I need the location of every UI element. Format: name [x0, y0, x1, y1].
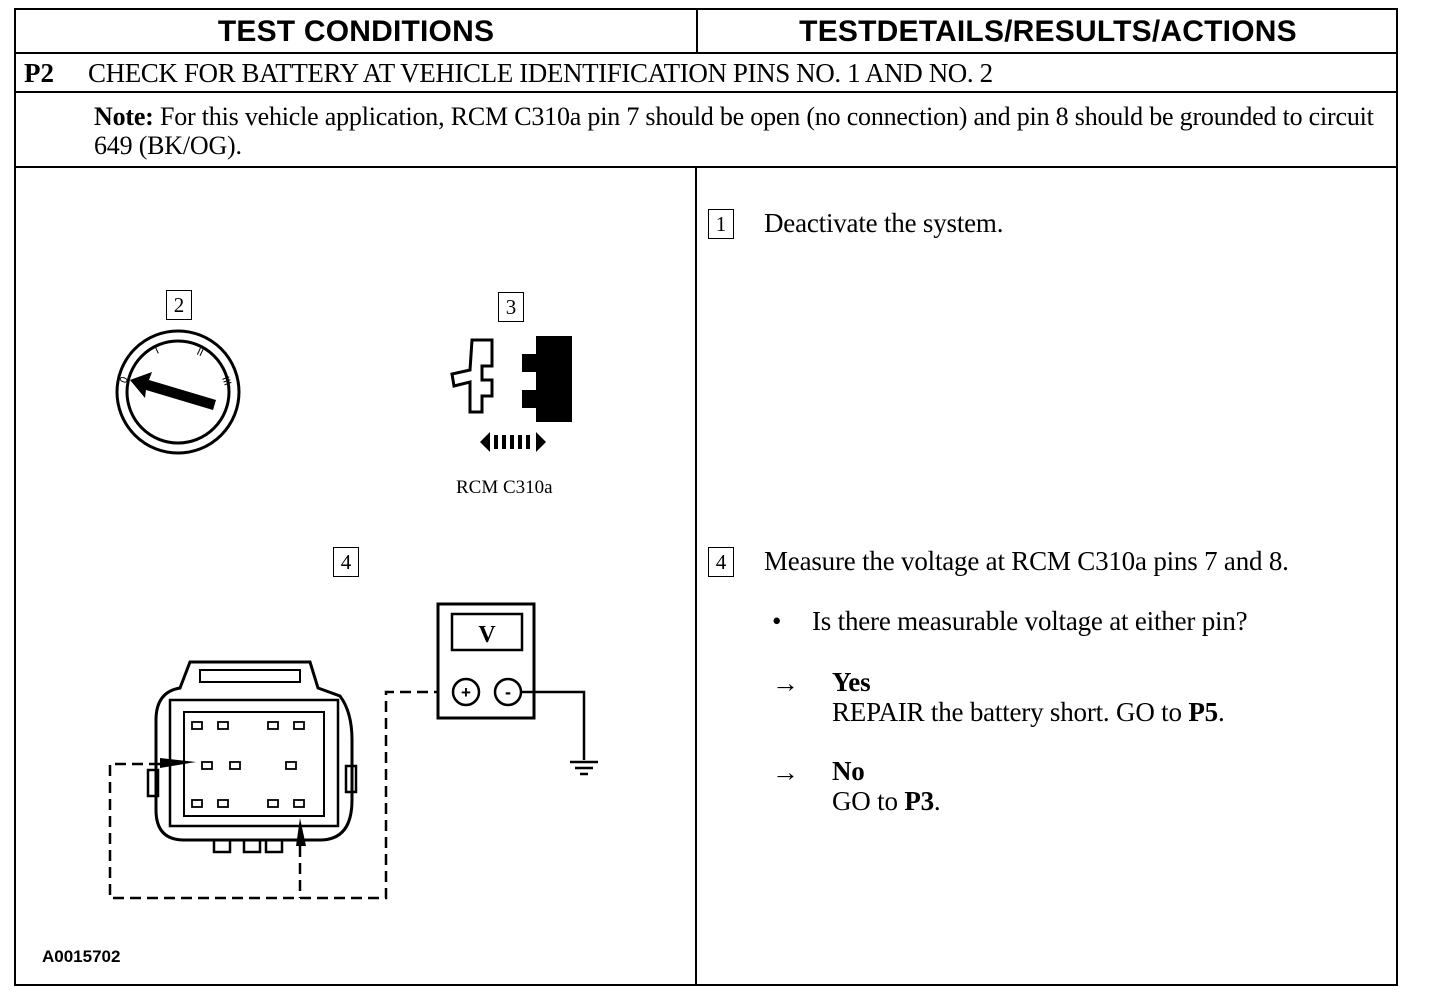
no-action-end: .: [933, 786, 941, 816]
action-step-text: Measure the voltage at RCM C310a pins 7 …: [764, 546, 1289, 576]
arrow-right-icon: →: [772, 668, 799, 698]
action-step-number: 1: [708, 209, 734, 239]
svg-text:III: III: [219, 375, 232, 387]
column-divider: [695, 167, 697, 986]
bullet: •: [772, 606, 782, 636]
test-probes-icon: [160, 758, 306, 846]
svg-text:0: 0: [118, 375, 131, 385]
header-test-details: TESTDETAILS/RESULTS/ACTIONS: [799, 15, 1297, 48]
action-step-number: 4: [708, 547, 734, 577]
voltmeter-icon: [436, 602, 536, 720]
figure-marker-2: 2: [166, 290, 192, 320]
note-label: Note:: [94, 102, 154, 131]
yes-action-ref: P5: [1188, 697, 1218, 727]
step-code: P2: [24, 58, 54, 88]
divider: [16, 166, 1396, 168]
figure-marker-3: 3: [498, 292, 524, 322]
test-leads: [108, 690, 438, 900]
yes-action-text: REPAIR the battery short. GO to: [832, 697, 1189, 727]
question-text: Is there measurable voltage at either pi…: [812, 606, 1248, 636]
action-step-text: Deactivate the system.: [764, 208, 1004, 238]
figure-marker-4: 4: [333, 547, 359, 577]
yes-action: REPAIR the battery short. GO to P5.: [832, 697, 1225, 728]
step-title: CHECK FOR BATTERY AT VEHICLE IDENTIFICAT…: [88, 58, 993, 88]
figure-id: A0015702: [42, 947, 121, 966]
ignition-switch-icon: 0 I II III: [115, 329, 241, 455]
divider: [16, 52, 1396, 54]
ground-lead: [521, 690, 598, 776]
header-test-conditions: TEST CONDITIONS: [16, 10, 698, 54]
yes-label: Yes: [832, 667, 871, 697]
no-action-ref: P3: [904, 786, 934, 816]
connector-disconnect-icon: [450, 336, 572, 452]
connector-caption: RCM C310a: [456, 477, 553, 498]
no-action-text: GO to: [832, 786, 905, 816]
meter-plus-label: +: [461, 683, 471, 702]
meter-display-label: V: [478, 622, 496, 648]
test-step-table: TEST CONDITIONS TESTDETAILS/RESULTS/ACTI…: [14, 8, 1398, 986]
arrow-right-icon: →: [772, 757, 799, 787]
rcm-connector-face-icon: [146, 660, 358, 854]
svg-text:I: I: [154, 346, 161, 357]
note: Note: For this vehicle application, RCM …: [94, 102, 1384, 160]
svg-text:II: II: [195, 347, 205, 359]
note-text: For this vehicle application, RCM C310a …: [94, 102, 1374, 160]
yes-action-end: .: [1217, 697, 1225, 727]
divider: [16, 91, 1396, 93]
no-label: No: [832, 756, 865, 786]
meter-minus-label: -: [505, 682, 511, 702]
no-action: GO to P3.: [832, 786, 941, 817]
